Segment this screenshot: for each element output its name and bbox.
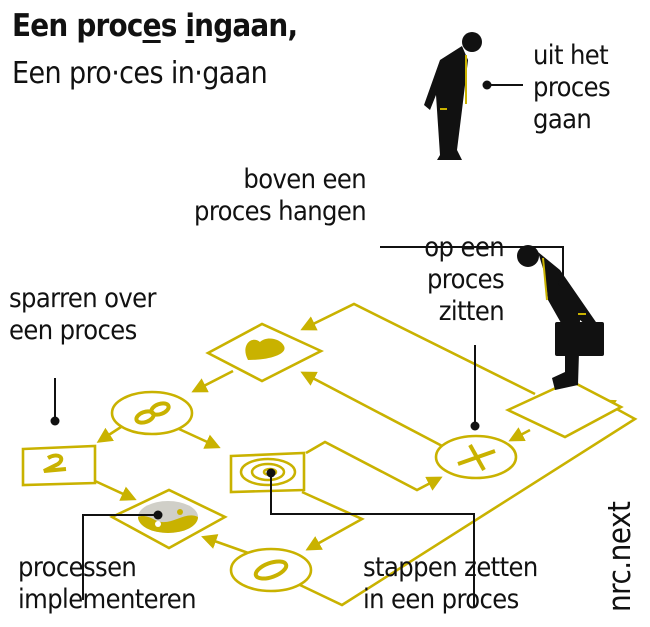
heart-icon <box>245 338 285 360</box>
label-uit-het-proces-gaan: uit het proces gaan <box>533 40 611 136</box>
title-text: Een proc <box>12 8 143 44</box>
label-line: een proces <box>9 315 137 346</box>
label-line: proces <box>533 72 611 103</box>
label-sparren-over-een-proces: sparren over een proces <box>9 283 156 347</box>
start-step <box>504 379 624 439</box>
label-line: proces <box>426 264 505 295</box>
title-text: ngaan, <box>194 8 298 44</box>
brand-logo: nrc.next <box>602 501 638 612</box>
label-line: sparren over <box>9 283 156 314</box>
spiral-icon <box>239 457 297 487</box>
flow-arrows <box>94 302 638 607</box>
label-line: proces hangen <box>194 196 367 227</box>
label-line: uit het <box>533 40 609 71</box>
title-stress-e: e <box>142 8 162 44</box>
label-processen-implementeren: processen implementeren <box>18 552 197 616</box>
page-title: Een proces ingaan, <box>12 8 298 44</box>
businessman-icon <box>424 32 482 160</box>
eight-icon <box>134 401 171 425</box>
businessman-icon <box>517 245 604 390</box>
label-line: gaan <box>533 104 592 135</box>
leader-lines <box>54 84 564 608</box>
label-line: stappen zetten <box>363 552 538 583</box>
zero-icon <box>253 559 289 581</box>
label-line: op een <box>424 232 504 263</box>
label-line: zitten <box>438 296 505 327</box>
label-line: implementeren <box>18 584 197 615</box>
label-line: boven een <box>243 164 366 195</box>
label-op-een-proces-zitten: op een proces zitten <box>424 232 504 328</box>
title-text: s <box>160 8 186 44</box>
title-stress-i: i <box>185 8 195 44</box>
zero-step <box>229 547 313 593</box>
label-boven-een-proces-hangen: boven een proces hangen <box>194 164 367 228</box>
label-line: in een proces <box>363 584 519 615</box>
two-icon <box>43 453 67 473</box>
pronunciation-subtitle: Een pro·ces in·gaan <box>12 56 268 91</box>
x-icon <box>457 444 496 471</box>
yin-yang-icon <box>138 501 198 533</box>
label-line: processen <box>18 552 137 583</box>
label-stappen-zetten: stappen zetten in een proces <box>363 552 538 616</box>
